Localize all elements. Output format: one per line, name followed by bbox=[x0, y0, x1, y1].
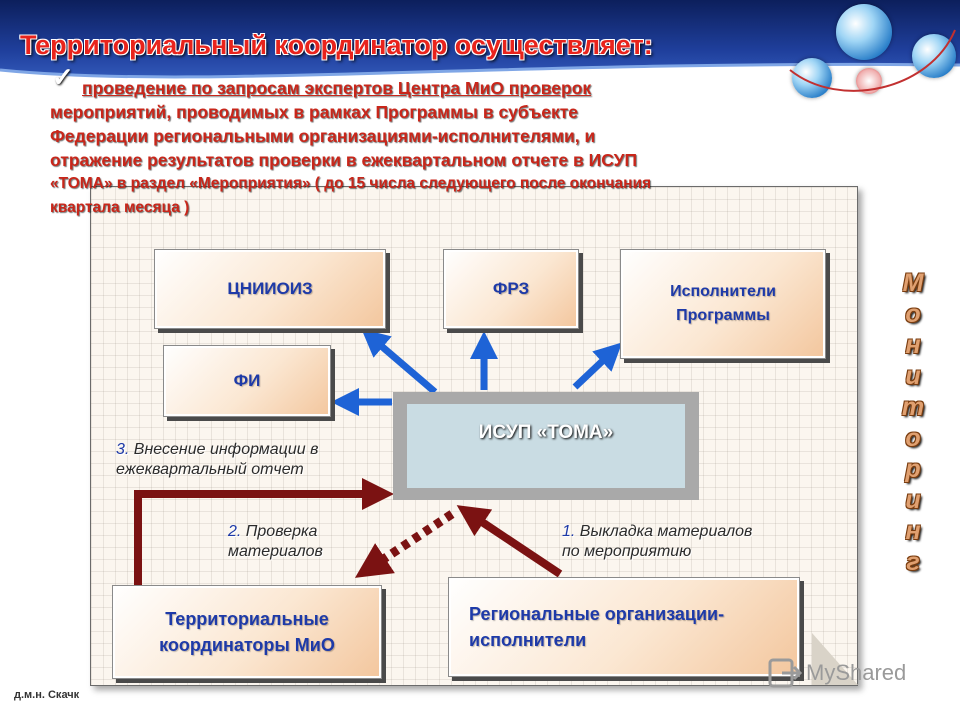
monitoring-letter: н bbox=[905, 517, 921, 545]
description-line: отражение результатов проверки в ежеквар… bbox=[50, 150, 638, 170]
footer-author: д.м.н. Скачк bbox=[14, 689, 80, 701]
box-executors: Исполнители Программы bbox=[620, 249, 826, 359]
step1-number: 1. bbox=[562, 523, 576, 540]
arrow-step1 bbox=[456, 505, 563, 578]
watermark: MyShared bbox=[768, 656, 906, 690]
description-line: проведение по запросам экспертов Центра … bbox=[82, 78, 592, 98]
page-title: Территориальный координатор осуществляет… bbox=[20, 30, 653, 60]
box-frz: ФРЗ bbox=[443, 249, 579, 329]
step2-number: 2. bbox=[228, 523, 242, 540]
step2-text: Проверка bbox=[245, 523, 318, 540]
arrow-to-executors bbox=[572, 342, 623, 390]
checkmark-icon: ✓ bbox=[52, 62, 74, 92]
monitoring-letter: т bbox=[901, 393, 925, 421]
arrow-to-tsnioiz bbox=[361, 328, 438, 395]
laptop-globe-icon bbox=[792, 58, 832, 98]
monitoring-letter: г bbox=[906, 548, 920, 576]
arrow-step3 bbox=[134, 478, 394, 586]
isup-toma-label: ИСУП «ТОМА» bbox=[407, 404, 685, 488]
step3-number: 3. bbox=[116, 441, 130, 458]
step1-label: 1. Выкладка материалов по мероприятию bbox=[562, 522, 752, 562]
monitoring-letter: р bbox=[905, 455, 921, 483]
box-fi: ФИ bbox=[163, 345, 331, 417]
description-line: «ТОМА» в раздел «Мероприятия» ( до 15 чи… bbox=[50, 175, 652, 192]
arrow-step2-dotted bbox=[354, 510, 455, 578]
monitoring-letter: и bbox=[905, 362, 921, 390]
orbit-decoration bbox=[789, 29, 956, 92]
description-line: мероприятий, проводимых в рамках Програм… bbox=[50, 102, 579, 122]
header-wave bbox=[0, 62, 960, 120]
step3-text: Внесение информации в bbox=[133, 441, 319, 458]
globe-icon bbox=[836, 4, 892, 60]
monitoring-letter: н bbox=[905, 331, 921, 359]
step2-label: 2. Проверка материалов bbox=[228, 522, 323, 562]
box-regional-organizations: Региональные организации-исполнители bbox=[448, 577, 800, 677]
step1-text-2: по мероприятию bbox=[562, 543, 692, 560]
myshared-logo-icon bbox=[768, 658, 802, 688]
step1-text: Выкладка материалов bbox=[579, 523, 753, 540]
monitoring-letter: и bbox=[905, 486, 921, 514]
monitoring-letter: о bbox=[905, 300, 921, 328]
monitoring-letter: о bbox=[905, 424, 921, 452]
step3-text-2: ежеквартальный отчет bbox=[116, 461, 304, 478]
description-line: квартала месяца ) bbox=[50, 199, 190, 216]
description-line: Федерации региональными организациями-ис… bbox=[50, 126, 596, 146]
page-curl bbox=[812, 633, 858, 685]
monitoring-vertical-label: М о н и т о р и н г bbox=[893, 268, 933, 578]
monitoring-letter: М bbox=[902, 269, 924, 297]
description: проведение по запросам экспертов Центра … bbox=[50, 76, 890, 220]
box-territorial-coordinators: Территориальные координаторы МиО bbox=[112, 585, 382, 679]
step3-label: 3. Внесение информации в ежеквартальный … bbox=[116, 440, 318, 480]
step2-text-2: материалов bbox=[228, 543, 323, 560]
box-isup-toma: ИСУП «ТОМА» bbox=[393, 392, 699, 500]
box-tsnioiz: ЦНИИОИЗ bbox=[154, 249, 386, 329]
watermark-text: MyShared bbox=[806, 660, 907, 685]
